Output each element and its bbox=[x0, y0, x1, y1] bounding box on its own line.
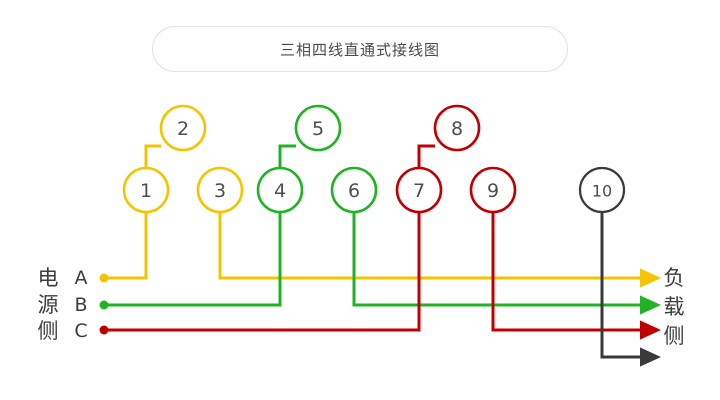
wire-terminal-6-to-load-b bbox=[352, 212, 661, 315]
terminal-2-circle[interactable] bbox=[159, 104, 207, 152]
terminal-3-circle[interactable] bbox=[196, 166, 244, 214]
terminal-10-label: 10 bbox=[592, 182, 612, 201]
terminal-5-circle[interactable] bbox=[294, 104, 342, 152]
terminal-7[interactable]: 7 bbox=[395, 166, 443, 214]
terminal-9-circle[interactable] bbox=[469, 166, 517, 214]
phase-label-b: B bbox=[74, 294, 87, 316]
wire-jumper-terminal-4-to-5 bbox=[278, 144, 296, 168]
source-phase-labels: A B C bbox=[74, 267, 87, 342]
source-label-char-1: 电 bbox=[38, 266, 59, 290]
wire-terminal-9-to-load-c bbox=[491, 212, 661, 340]
terminal-1-label: 1 bbox=[140, 180, 152, 202]
phase-c-wiring bbox=[99, 144, 661, 340]
terminal-2-label: 2 bbox=[177, 118, 189, 140]
diagram-title-pill: 三相四线直通式接线图 bbox=[152, 26, 568, 72]
terminal-9-label: 9 bbox=[487, 180, 499, 202]
terminal-5[interactable]: 5 bbox=[294, 104, 342, 152]
phase-b-wiring bbox=[99, 144, 661, 315]
terminal-1-circle[interactable] bbox=[122, 166, 170, 214]
source-label-char-2: 源 bbox=[38, 293, 59, 317]
wire-terminal-3-to-load-a bbox=[218, 212, 661, 288]
neutral-wiring bbox=[600, 212, 661, 367]
terminal-8[interactable]: 8 bbox=[433, 104, 481, 152]
terminal-4-circle[interactable] bbox=[256, 166, 304, 214]
terminal-9[interactable]: 9 bbox=[469, 166, 517, 214]
terminal-2[interactable]: 2 bbox=[159, 104, 207, 152]
terminal-4[interactable]: 4 bbox=[256, 166, 304, 214]
terminal-6[interactable]: 6 bbox=[330, 166, 378, 214]
phase-label-a: A bbox=[75, 267, 88, 289]
terminal-5-label: 5 bbox=[312, 118, 324, 140]
phase-label-c: C bbox=[74, 320, 87, 342]
terminal-10[interactable]: 10 bbox=[578, 166, 626, 214]
terminal-3[interactable]: 3 bbox=[196, 166, 244, 214]
phase-a-wiring bbox=[99, 144, 661, 288]
wire-source-c-to-terminal-7 bbox=[104, 212, 421, 332]
terminal-10-circle[interactable] bbox=[578, 166, 626, 214]
terminal-7-circle[interactable] bbox=[395, 166, 443, 214]
wire-jumper-terminal-7-to-8 bbox=[417, 144, 435, 168]
load-label-char-2: 载 bbox=[664, 295, 685, 319]
terminal-3-label: 3 bbox=[214, 180, 226, 202]
source-label-char-3: 侧 bbox=[38, 319, 59, 343]
terminal-1[interactable]: 1 bbox=[122, 166, 170, 214]
terminal-8-label: 8 bbox=[451, 118, 463, 140]
terminal-8-circle[interactable] bbox=[433, 104, 481, 152]
terminal-6-circle[interactable] bbox=[330, 166, 378, 214]
load-label-char-3: 侧 bbox=[664, 324, 685, 348]
source-side-label: 电 源 侧 bbox=[38, 266, 59, 343]
load-label-char-1: 负 bbox=[664, 266, 685, 290]
page-title: 三相四线直通式接线图 bbox=[279, 40, 440, 59]
terminal-7-label: 7 bbox=[413, 180, 425, 202]
wire-source-a-to-terminal-1 bbox=[104, 212, 148, 280]
terminal-6-label: 6 bbox=[348, 180, 360, 202]
load-side-label: 负 载 侧 bbox=[664, 266, 685, 348]
wire-terminal-10-to-load-n bbox=[600, 212, 661, 367]
wire-jumper-terminal-1-to-2 bbox=[144, 144, 161, 168]
terminal-4-label: 4 bbox=[274, 180, 286, 202]
wire-source-b-to-terminal-4 bbox=[104, 212, 282, 307]
